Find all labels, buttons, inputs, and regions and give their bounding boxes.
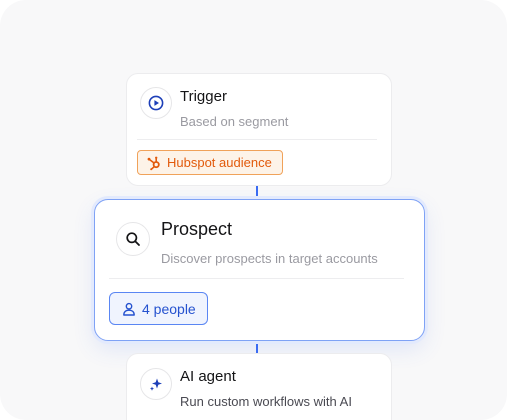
ai-agent-subtitle: Run custom workflows with AI <box>180 394 352 409</box>
ai-agent-title: AI agent <box>180 368 236 385</box>
trigger-title: Trigger <box>180 88 227 105</box>
trigger-step-card[interactable]: Trigger Based on segment Hubspot audienc… <box>126 73 392 186</box>
prospect-step-card[interactable]: Prospect Discover prospects in target ac… <box>94 199 425 341</box>
sparkle-icon <box>140 368 172 400</box>
play-circle-icon <box>140 87 172 119</box>
people-count-label: 4 people <box>142 300 196 317</box>
hubspot-audience-label: Hubspot audience <box>167 155 272 170</box>
trigger-subtitle: Based on segment <box>180 114 289 129</box>
trigger-divider <box>137 139 377 140</box>
search-icon <box>116 222 150 256</box>
people-count-chip[interactable]: 4 people <box>109 292 208 325</box>
person-icon <box>122 302 136 316</box>
prospect-title: Prospect <box>161 219 233 239</box>
hubspot-icon <box>146 155 162 171</box>
hubspot-audience-badge[interactable]: Hubspot audience <box>137 150 283 175</box>
ai-agent-step-card[interactable]: AI agent Run custom workflows with AI <box>126 353 392 420</box>
prospect-subtitle: Discover prospects in target accounts <box>161 251 378 266</box>
connector-trigger-prospect <box>256 186 258 200</box>
prospect-divider <box>109 278 404 279</box>
connector-prospect-agent <box>256 341 258 353</box>
